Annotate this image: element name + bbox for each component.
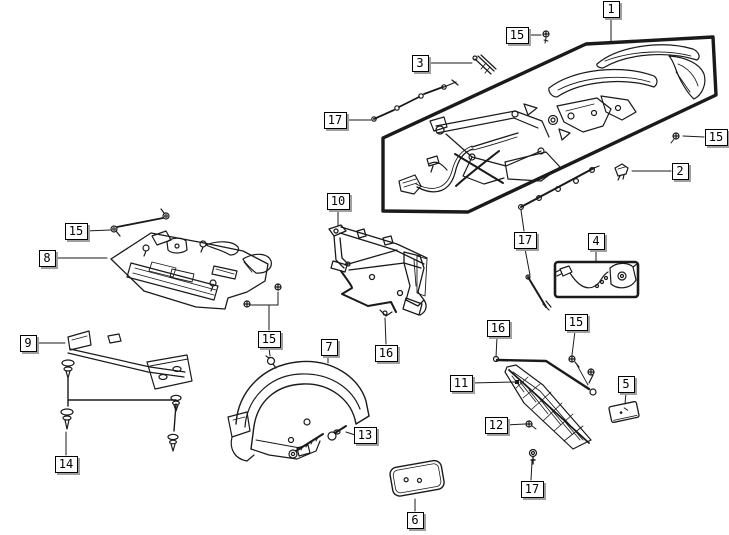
screw-15-top <box>542 30 550 44</box>
clip-15-lower-c <box>265 355 277 369</box>
part-13-bolts <box>288 425 347 459</box>
callout-16: 16 <box>486 319 510 337</box>
callout-8: 8 <box>38 249 56 267</box>
callout-7: 7 <box>320 338 338 356</box>
screw-15-lower-b <box>274 283 282 291</box>
callout-17: 17 <box>323 111 347 129</box>
callout-3: 3 <box>411 54 429 72</box>
part-10-bracket-assembly <box>328 224 428 316</box>
part-14-pushpin-fasteners <box>60 359 182 452</box>
callout-15: 15 <box>704 128 728 146</box>
callout-15: 15 <box>564 313 588 331</box>
callout-16: 16 <box>374 344 398 362</box>
screw-15-left-pair <box>110 208 170 237</box>
part-11-lattice-panel <box>504 364 592 450</box>
part-16-rod-right <box>492 355 597 396</box>
callout-1: 1 <box>602 0 620 18</box>
callout-11: 11 <box>449 374 473 392</box>
leader-lines <box>37 16 705 512</box>
part-8-tray-panel <box>110 230 272 310</box>
part-6-striker-plate <box>389 459 445 497</box>
part-2-clip <box>614 163 629 181</box>
callout-12: 12 <box>484 416 508 434</box>
part-4-latch-kit <box>553 260 640 299</box>
screw-15-right <box>670 132 680 144</box>
screw-15-lower-a <box>243 300 251 308</box>
callout-10: 10 <box>326 192 350 210</box>
part-17-cable-middle <box>517 165 600 311</box>
callout-6: 6 <box>406 511 424 529</box>
screw-15-mid-a <box>568 355 580 368</box>
part-1-folding-top-assembly <box>398 44 706 195</box>
callout-17: 17 <box>520 480 544 498</box>
callout-14: 14 <box>54 455 78 473</box>
callout-13: 13 <box>353 426 377 444</box>
screw-12 <box>525 420 537 430</box>
part-17-cable-upper <box>371 79 459 122</box>
screw-15-mid-b <box>576 364 595 386</box>
callout-15: 15 <box>505 26 529 44</box>
part-9-support-bracket <box>67 330 193 390</box>
callout-15: 15 <box>64 222 88 240</box>
callout-2: 2 <box>671 162 689 180</box>
screw-17-bottom <box>528 448 538 465</box>
callout-4: 4 <box>587 232 605 250</box>
callout-17: 17 <box>513 231 537 249</box>
callout-9: 9 <box>19 334 37 352</box>
callout-15: 15 <box>257 330 281 348</box>
part-7-boot-cover <box>227 360 370 462</box>
part-16-rod-left <box>340 270 397 317</box>
part-5-plate <box>608 400 640 424</box>
part-1-boundary-frame <box>381 35 718 214</box>
callout-5: 5 <box>617 375 635 393</box>
part-3-bracket <box>472 54 497 75</box>
fastener-screws <box>110 30 680 465</box>
